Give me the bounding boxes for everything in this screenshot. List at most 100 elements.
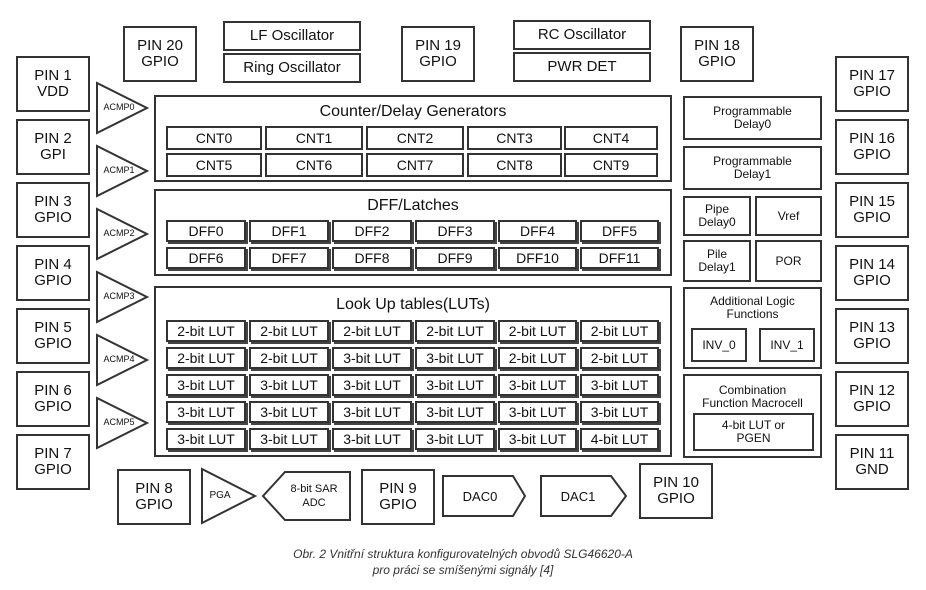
pin-19-fn: GPIO <box>419 53 457 70</box>
dff1: DFF1 <box>249 220 329 242</box>
lut-cell: 2-bit LUT <box>332 320 412 342</box>
pga-label: PGA <box>209 490 231 501</box>
figure-caption: Obr. 2 Vnitřní struktura konfigurovateln… <box>0 546 926 578</box>
inv-0: INV_0 <box>691 328 747 362</box>
lut-cell: 3-bit LUT <box>415 428 495 450</box>
lut-cell: 3-bit LUT <box>332 428 412 450</box>
pin-8-name: PIN 8 <box>135 480 173 498</box>
adc-label-line2: ADC <box>302 497 326 509</box>
pipe-delay0: Pipe Delay0 <box>683 196 751 236</box>
lut-cell: 2-bit LUT <box>498 347 577 369</box>
acmp2-label: ACMP2 <box>103 228 135 238</box>
lut4-pgen-line2: PGEN <box>736 431 771 445</box>
acmp3-label: ACMP3 <box>103 291 135 301</box>
lut-cell: 3-bit LUT <box>332 401 412 423</box>
dff11: DFF11 <box>580 247 659 269</box>
pin-15-name: PIN 15 <box>849 193 895 211</box>
additional-logic-title: Additional Logic Functions <box>685 295 820 321</box>
lut-cell: 3-bit LUT <box>249 401 329 423</box>
lut-block-title: Look Up tables(LUTs) <box>336 296 490 313</box>
pin-4-name: PIN 4 <box>34 256 72 274</box>
dff3: DFF3 <box>415 220 495 242</box>
lut-cell: 2-bit LUT <box>166 320 246 342</box>
cnt5: CNT5 <box>166 153 262 177</box>
acmp5-triangle <box>96 396 150 450</box>
lut-cell: 3-bit LUT <box>580 374 659 396</box>
lut-cell: 3-bit LUT <box>166 374 246 396</box>
programmable-delay1-line1: Programmable <box>713 154 792 169</box>
adc-label-line1: 8-bit SAR <box>290 483 338 495</box>
adc-arrow-shape <box>261 471 351 521</box>
lut-cell: 3-bit LUT <box>332 374 412 396</box>
cnt4: CNT4 <box>564 126 658 150</box>
lut-cell: 3-bit LUT <box>249 428 329 450</box>
lut-cell: 2-bit LUT <box>249 320 329 342</box>
pga-triangle <box>201 467 258 525</box>
dac1-arrow-shape <box>540 475 628 517</box>
pin-10-fn: GPIO <box>657 490 695 507</box>
dff5: DFF5 <box>580 220 659 242</box>
pin-11-name: PIN 11 <box>849 445 895 463</box>
cnt6: CNT6 <box>265 153 363 177</box>
lut-cell: 2-bit LUT <box>498 320 577 342</box>
pin-11-fn: GND <box>855 461 889 478</box>
dff7: DFF7 <box>249 247 329 269</box>
dff0: DFF0 <box>166 220 246 242</box>
additional-logic-title-line1: Additional Logic <box>710 294 795 308</box>
cnt0: CNT0 <box>166 126 262 150</box>
pin-14-fn: GPIO <box>853 272 891 289</box>
pin-14-name: PIN 14 <box>849 256 895 274</box>
pin-20-name: PIN 20 <box>137 37 183 55</box>
pin-18-name: PIN 18 <box>694 37 740 55</box>
adc-label: 8-bit SAR ADC <box>282 482 346 510</box>
acmp2-triangle <box>96 207 150 261</box>
cnt1: CNT1 <box>265 126 363 150</box>
pin-6-name: PIN 6 <box>34 382 72 400</box>
pin-13-name: PIN 13 <box>849 319 895 337</box>
pipe-delay0-line1: Pipe <box>704 202 730 217</box>
acmp4-label: ACMP4 <box>103 354 135 364</box>
dff6: DFF6 <box>166 247 246 269</box>
caption-line2: pro práci se smíšenými signály [4] <box>372 563 554 577</box>
dff4: DFF4 <box>498 220 577 242</box>
pin-16-fn: GPIO <box>853 146 891 163</box>
lut-cell: 2-bit LUT <box>249 347 329 369</box>
pin-17-name: PIN 17 <box>849 67 895 85</box>
cnt3: CNT3 <box>467 126 562 150</box>
acmp4-triangle <box>96 333 150 387</box>
programmable-delay0: Programmable Delay0 <box>683 96 822 140</box>
lut-cell: 3-bit LUT <box>415 374 495 396</box>
pin-9-fn: GPIO <box>379 496 417 513</box>
pin-10-name: PIN 10 <box>653 474 699 492</box>
lut-cell: 3-bit LUT <box>415 401 495 423</box>
cnt9: CNT9 <box>564 153 658 177</box>
dff2: DFF2 <box>332 220 412 242</box>
pin-2-name: PIN 2 <box>34 130 72 148</box>
pin-1-fn: VDD <box>37 83 69 100</box>
pin-15-fn: GPIO <box>853 209 891 226</box>
programmable-delay0-line1: Programmable <box>713 104 792 119</box>
lut-cell: 2-bit LUT <box>580 320 659 342</box>
pin-18-fn: GPIO <box>698 53 736 70</box>
pwr-det: PWR DET <box>513 52 651 82</box>
pile-delay1: Pile Delay1 <box>683 240 751 282</box>
pin-4-fn: GPIO <box>34 272 72 289</box>
lut-cell: 3-bit LUT <box>166 401 246 423</box>
pin-2-fn: GPI <box>40 146 66 163</box>
pin-8-fn: GPIO <box>135 496 173 513</box>
por: POR <box>755 240 822 282</box>
inv-1: INV_1 <box>759 328 815 362</box>
lut-cell: 3-bit LUT <box>249 374 329 396</box>
lut4-pgen: 4-bit LUT or PGEN <box>693 413 814 451</box>
pin-9-name: PIN 9 <box>379 480 417 498</box>
